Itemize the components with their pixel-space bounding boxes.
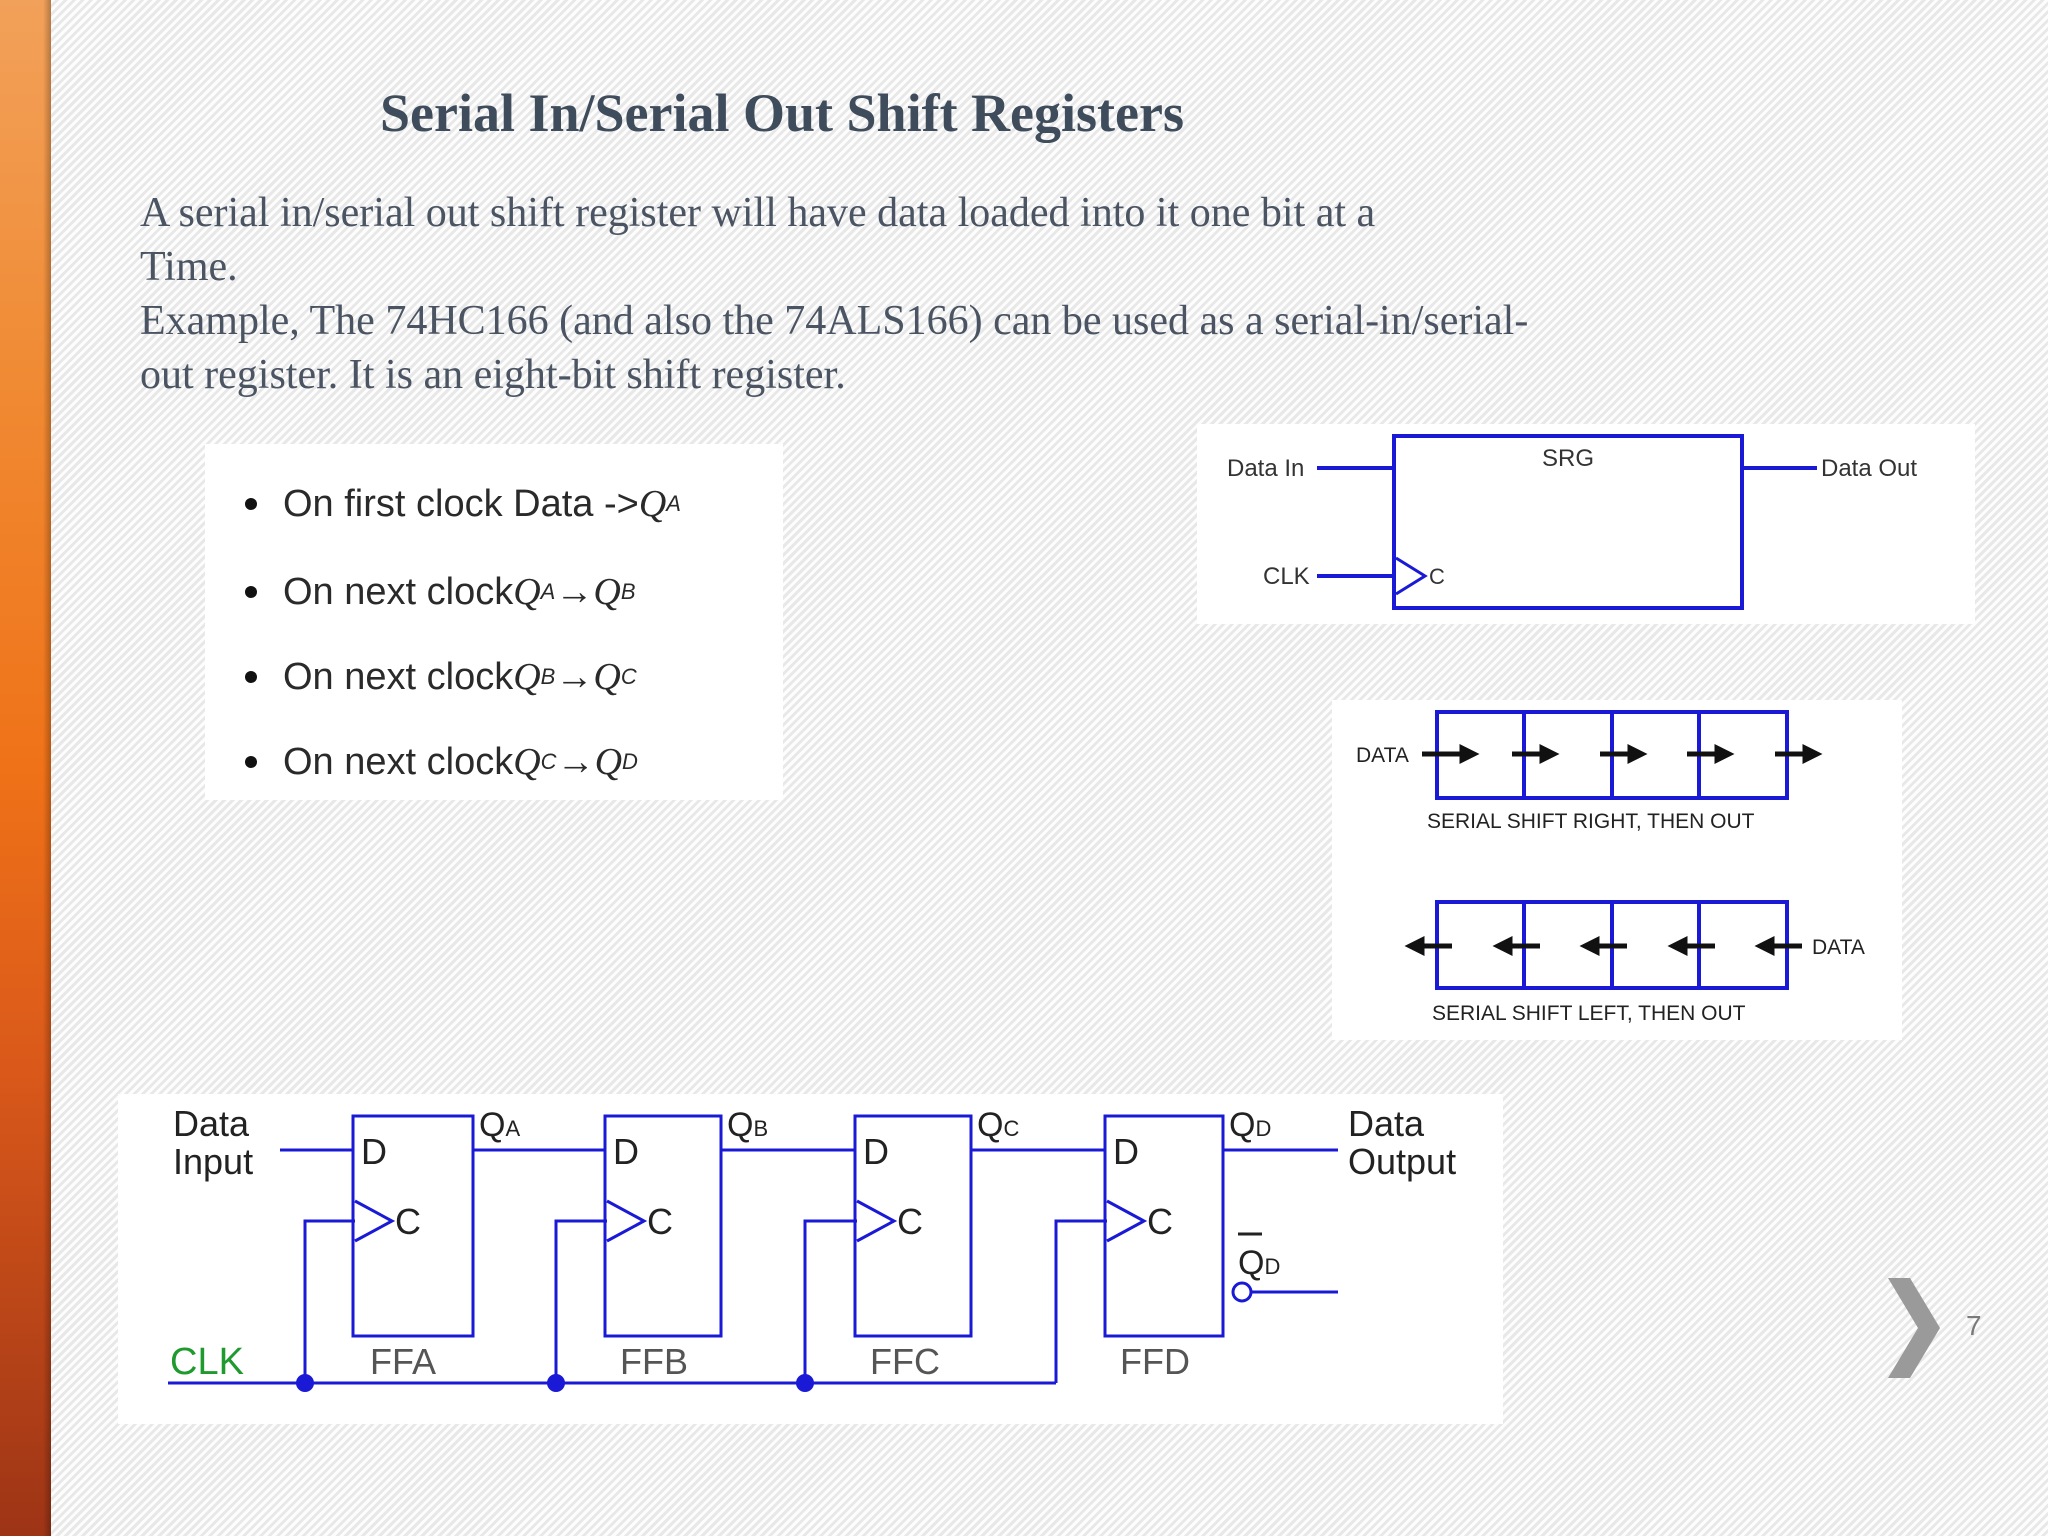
q-output-label: QA bbox=[479, 1106, 520, 1144]
paragraph-line: out register. It is an eight-bit shift r… bbox=[140, 352, 846, 398]
paragraph-line: A serial in/serial out shift register wi… bbox=[140, 190, 1376, 236]
flip-flop-ffd: D C FFD QD QD bbox=[1103, 1106, 1338, 1382]
data-input-label: Data bbox=[173, 1103, 250, 1144]
qbar-label: QD bbox=[1238, 1244, 1280, 1282]
clock-triangle bbox=[856, 1199, 898, 1243]
slide-paragraph: A serial in/serial out shift register wi… bbox=[140, 186, 1700, 402]
data-output-label: Data bbox=[1348, 1103, 1425, 1144]
shift-direction-diagrams: DATA SERIAL SHIFT RIGHT, THEN OUT DATA S… bbox=[1332, 700, 1902, 1040]
clock-triangle bbox=[1395, 556, 1428, 596]
clock-branch bbox=[1054, 1219, 1107, 1383]
clock-triangle bbox=[354, 1199, 396, 1243]
q-output-label: QC bbox=[977, 1106, 1019, 1144]
srg-block-diagram: SRG Data In Data Out CLK C bbox=[1197, 424, 1975, 624]
next-chevron-icon[interactable] bbox=[1888, 1278, 1940, 1378]
junction-dot bbox=[547, 1374, 565, 1392]
math-subscript: B bbox=[620, 579, 636, 604]
clock-triangle bbox=[1106, 1199, 1148, 1243]
right-shift-caption: SERIAL SHIFT RIGHT, THEN OUT bbox=[1427, 810, 1755, 833]
arrow-symbol: → bbox=[555, 655, 594, 698]
bullet-dot bbox=[245, 671, 257, 683]
flip-flop-chain-diagram: Data Input Data Output CLK D C FFA QA bbox=[118, 1094, 1503, 1424]
srg-svg: SRG Data In Data Out CLK C bbox=[1227, 434, 1917, 610]
c-pin-label: C bbox=[647, 1201, 673, 1242]
left-shift-caption: SERIAL SHIFT LEFT, THEN OUT bbox=[1432, 1002, 1746, 1025]
clock-branch bbox=[554, 1219, 607, 1383]
arrow-symbol: → bbox=[556, 740, 595, 783]
math-subscript: C bbox=[620, 664, 637, 689]
shift-svg: DATA SERIAL SHIFT RIGHT, THEN OUT DATA S… bbox=[1356, 710, 1865, 1025]
bullet-text: On next clock bbox=[283, 570, 514, 613]
bullet-dot bbox=[245, 756, 257, 768]
math-symbol: Q bbox=[513, 571, 541, 613]
math-symbol: Q bbox=[594, 741, 623, 783]
data-label-right: DATA bbox=[1356, 744, 1409, 767]
math-symbol: Q bbox=[593, 571, 621, 613]
math-symbol: Q bbox=[513, 741, 541, 783]
data-output-label: Output bbox=[1348, 1141, 1456, 1182]
junction-dot bbox=[796, 1374, 814, 1392]
clock-branch bbox=[803, 1219, 857, 1383]
c-pin-label: C bbox=[897, 1201, 923, 1242]
ff-box bbox=[1103, 1114, 1225, 1338]
d-pin-label: D bbox=[1113, 1131, 1139, 1172]
ff-name: FFD bbox=[1120, 1341, 1190, 1382]
math-subscript: A bbox=[666, 491, 681, 516]
math-subscript: A bbox=[540, 579, 556, 604]
data-label-left: DATA bbox=[1812, 936, 1865, 959]
data-in-label: Data In bbox=[1227, 455, 1304, 482]
bullet-dot bbox=[245, 586, 257, 598]
clock-branch bbox=[303, 1219, 355, 1383]
ff-chain-svg: Data Input Data Output CLK D C FFA QA bbox=[168, 1103, 1456, 1392]
bullet-dot bbox=[245, 498, 257, 510]
clock-triangle bbox=[606, 1199, 648, 1243]
left-accent-bar bbox=[0, 0, 51, 1536]
ff-name: FFC bbox=[870, 1341, 940, 1382]
d-pin-label: D bbox=[863, 1131, 889, 1172]
math-subscript: C bbox=[540, 749, 557, 774]
data-out-label: Data Out bbox=[1821, 455, 1917, 482]
bullet-text: On next clock bbox=[283, 655, 514, 698]
page-number: 7 bbox=[1966, 1310, 1982, 1341]
clk-label: CLK bbox=[170, 1341, 244, 1383]
math-symbol: Q bbox=[513, 656, 541, 698]
ff-box bbox=[351, 1114, 475, 1338]
ff-box bbox=[603, 1114, 723, 1338]
q-output-label: QD bbox=[1229, 1106, 1271, 1144]
math-subscript: B bbox=[540, 664, 556, 689]
c-pin-label: C bbox=[1147, 1201, 1173, 1242]
paragraph-line: Time. bbox=[140, 244, 238, 290]
paragraph-line: Example, The 74HC166 (and also the 74ALS… bbox=[140, 298, 1529, 344]
flip-flop-ffc: D C FFC QC bbox=[853, 1106, 1019, 1382]
inverter-bubble bbox=[1231, 1281, 1253, 1303]
clock-pin-label: C bbox=[1429, 564, 1445, 589]
srg-block bbox=[1392, 434, 1744, 610]
bullet-text: On next clock bbox=[283, 740, 514, 783]
ff-name: FFB bbox=[620, 1341, 688, 1382]
ff-name: FFA bbox=[370, 1341, 436, 1382]
d-pin-label: D bbox=[361, 1131, 387, 1172]
math-subscript: D bbox=[622, 749, 638, 774]
flip-flop-ffa: D C FFA QA bbox=[351, 1106, 520, 1382]
clk-label: CLK bbox=[1263, 563, 1310, 590]
junction-dot bbox=[296, 1374, 314, 1392]
flip-flop-ffb: D C FFB QB bbox=[603, 1106, 768, 1382]
ff-box bbox=[853, 1114, 973, 1338]
arrow-symbol: → bbox=[555, 570, 594, 613]
math-symbol: Q bbox=[638, 483, 667, 525]
bullet-text: On first clock Data -> bbox=[283, 482, 639, 525]
q-output-label: QB bbox=[727, 1106, 768, 1144]
slide-title: Serial In/Serial Out Shift Registers bbox=[380, 83, 1184, 143]
d-pin-label: D bbox=[613, 1131, 639, 1172]
math-symbol: Q bbox=[593, 656, 621, 698]
srg-label: SRG bbox=[1542, 445, 1594, 472]
data-input-label: Input bbox=[173, 1141, 253, 1182]
c-pin-label: C bbox=[395, 1201, 421, 1242]
